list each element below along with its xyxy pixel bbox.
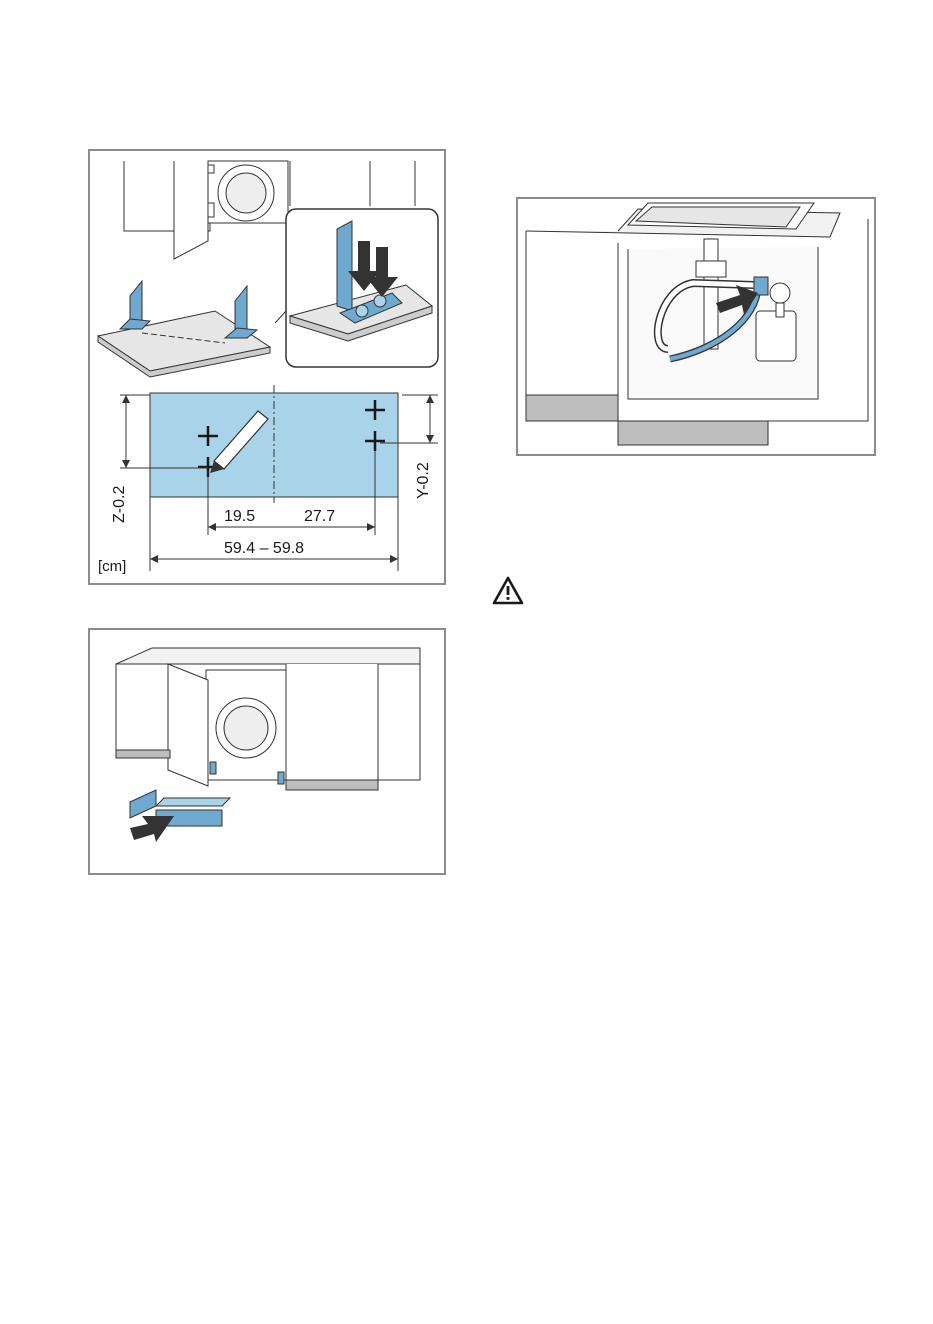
bracket-template-illustration: Z-0.2 Y-0.2 19.5 27.7 59.4 – 59.8 [cm]	[90, 151, 444, 583]
figure-drain-connection	[516, 197, 876, 456]
dim-total-label: 59.4 – 59.8	[224, 540, 304, 557]
unit-label: [cm]	[98, 558, 126, 575]
dim-y-label: Y-0.2	[415, 462, 432, 499]
base-plate-with-brackets	[98, 281, 286, 377]
figure-plinth-installation	[88, 628, 446, 875]
sink-cabinet	[526, 203, 868, 445]
plinth-panel	[130, 790, 230, 826]
dim-left-label: 19.5	[224, 508, 255, 525]
dim-right-label: 27.7	[304, 508, 335, 525]
built-in-cabinet	[116, 648, 420, 790]
figure-bracket-template: Z-0.2 Y-0.2 19.5 27.7 59.4 – 59.8 [cm]	[88, 149, 446, 585]
dim-z-label: Z-0.2	[111, 486, 128, 523]
drain-connection-illustration	[518, 199, 874, 454]
bracket-detail-callout	[286, 209, 438, 367]
hose-connector	[754, 277, 768, 295]
push-arrow-icon	[130, 816, 174, 842]
marking-template	[150, 385, 398, 503]
warning-triangle-icon	[492, 575, 524, 607]
plinth-installation-illustration	[90, 630, 444, 873]
